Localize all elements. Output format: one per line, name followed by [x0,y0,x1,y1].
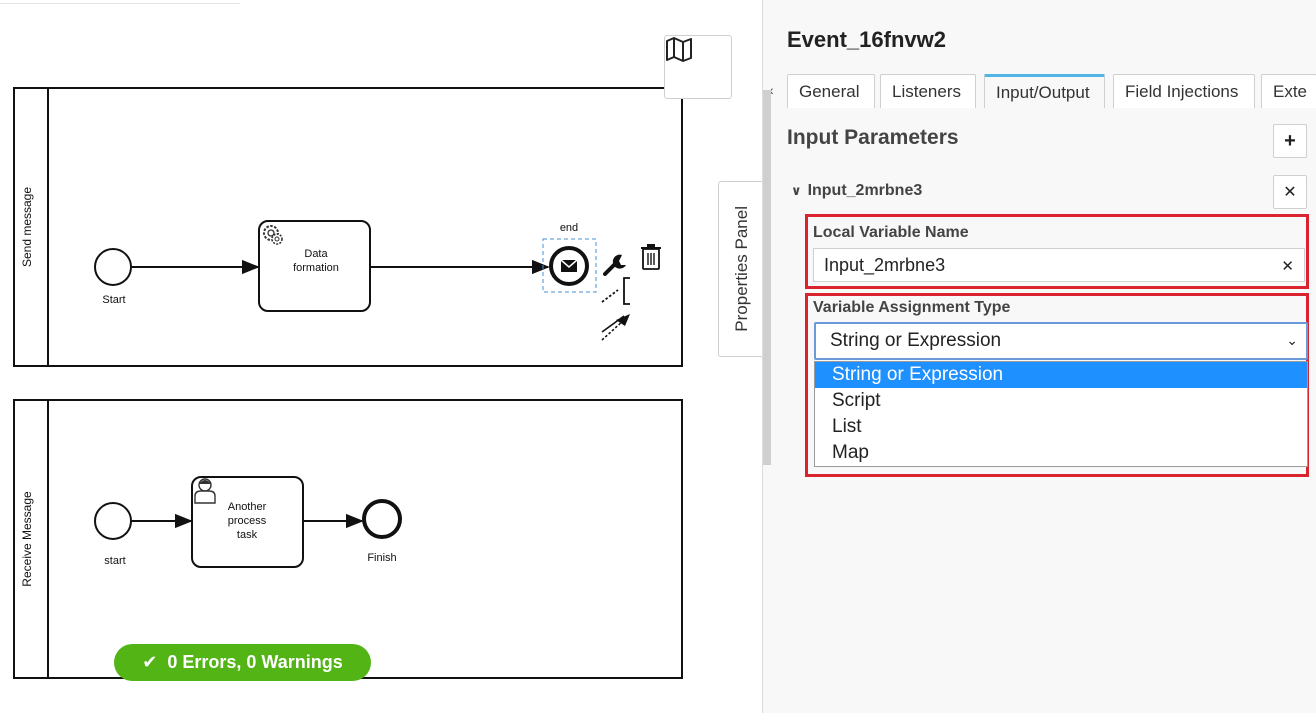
task2-label-line-3: task [237,529,258,541]
local-variable-input[interactable]: Input_2mrbne3 ✕ [813,248,1305,282]
tab-extensions-label: Exte [1273,81,1308,101]
tab-listeners-label: Listeners [892,81,961,101]
wrench-icon[interactable] [603,254,626,276]
tab-listeners[interactable]: Listeners [880,74,976,108]
minimap-toggle-button[interactable] [664,35,732,99]
start-event-2-label: start [104,555,125,567]
highlight-box-local-variable [805,214,1309,289]
option-string-or-expression[interactable]: String or Expression [815,362,1307,388]
assignment-type-label: Variable Assignment Type [813,299,1011,316]
task-label-line-2: formation [293,262,339,274]
task-label-line-1: Data [304,248,328,260]
diagram-canvas[interactable]: Send message Receive Message Start Data … [0,0,764,713]
task2-label-line-2: process [228,515,267,527]
chevron-down-icon: ⌄ [1286,332,1298,348]
panel-title: Event_16fnvw2 [787,27,946,52]
user-icon [194,478,216,504]
option-map[interactable]: Map [832,442,869,463]
start-event-1-label: Start [102,294,125,306]
plus-icon: + [1284,129,1296,152]
panel-scrollbar[interactable] [763,90,771,465]
tab-extensions[interactable]: Exte [1261,74,1316,108]
map-icon [666,37,692,62]
canvas-top-divider [0,3,240,4]
task2-label-line-1: Another [228,501,267,513]
lane-label-receive-message: Receive Message [20,491,34,587]
pool-send-message[interactable]: Send message [13,87,683,367]
section-title: Input Parameters [787,126,959,149]
lint-status-badge[interactable]: ✔ 0 Errors, 0 Warnings [114,644,371,681]
service-task-data-formation[interactable]: Data formation [258,220,371,312]
end-event-finish[interactable] [362,499,402,539]
bpmn-diagram[interactable]: Send message Receive Message Start Data … [0,0,762,713]
tab-input-output-label: Input/Output [996,82,1090,102]
start-event-1[interactable] [94,248,132,286]
gear-icon [263,225,283,245]
assignment-type-value: String or Expression [830,330,1002,351]
local-variable-value: Input_2mrbne3 [824,254,946,275]
trash-icon[interactable] [641,244,661,270]
tab-general-label: General [799,81,860,101]
remove-parameter-button[interactable]: ✕ [1273,175,1307,209]
properties-panel: Event_16fnvw2 ‹ General Listeners Input/… [762,0,1316,713]
user-task-another-process[interactable]: Another process task [191,476,304,568]
message-end-event[interactable]: end [542,222,597,293]
assignment-type-select[interactable]: String or Expression ⌄ [814,322,1308,360]
option-list[interactable]: List [832,416,862,437]
end-event-finish-label: Finish [367,552,396,564]
tab-general[interactable]: General [787,74,875,108]
lint-status-text: 0 Errors, 0 Warnings [167,652,343,672]
checkmark-icon: ✔ [142,652,158,672]
clear-input-icon[interactable]: ✕ [1281,258,1294,275]
properties-panel-toggle-label: Properties Panel [731,206,751,332]
chevron-down-icon: ∨ [791,183,802,198]
tab-field-injections[interactable]: Field Injections [1113,74,1255,108]
parameter-header[interactable]: ∨ Input_2mrbne3 [791,182,922,200]
panel-tabs: ‹ General Listeners Input/Output Field I… [763,70,1316,108]
option-script[interactable]: Script [832,390,881,411]
start-event-2[interactable] [94,502,132,540]
tab-scroll-left-icon[interactable]: ‹ [769,82,774,98]
local-variable-label: Local Variable Name [813,224,969,241]
properties-panel-toggle[interactable]: Properties Panel [718,181,764,357]
annotation-icon[interactable] [601,277,630,305]
tab-field-injections-label: Field Injections [1125,81,1239,101]
close-icon: ✕ [1283,184,1297,201]
connect-arrow-icon[interactable] [601,314,630,341]
tab-input-output[interactable]: Input/Output [984,74,1105,108]
end-event-label: end [560,222,578,234]
assignment-type-options: String or Expression Script List Map [814,361,1308,467]
lane-label-send-message: Send message [20,187,34,267]
parameter-name: Input_2mrbne3 [807,182,923,199]
envelope-icon [560,259,578,272]
add-input-parameter-button[interactable]: + [1273,124,1307,158]
selection-outline [542,238,597,293]
